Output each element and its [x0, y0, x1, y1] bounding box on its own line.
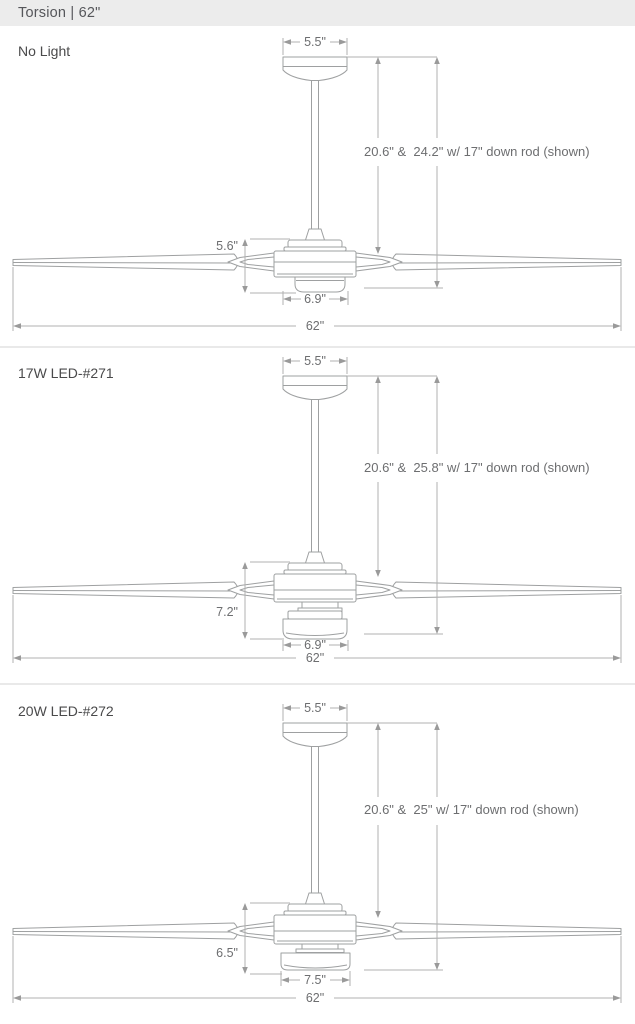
led-light-fixture	[282, 601, 348, 640]
canopy	[282, 722, 348, 747]
fan-drawing	[12, 56, 622, 293]
variant-label: No Light	[18, 43, 71, 59]
body-height-dim: 7.2"	[216, 605, 238, 619]
section-17w-led-271: 17W LED-#271	[0, 348, 635, 683]
canopy	[282, 375, 348, 400]
fan-drawing	[12, 375, 622, 640]
variant-label: 20W LED-#272	[18, 703, 114, 719]
dimension-lines	[12, 357, 622, 663]
fan-diagram-20w-led: 5.5" 20.6" & 25" w/ 17" down rod (shown)…	[12, 701, 622, 1005]
blade-right	[391, 253, 622, 271]
blade-right	[391, 922, 622, 940]
drop-height-note: 20.6" & 24.2" w/ 17" down rod (shown)	[364, 144, 590, 159]
dimension-labels: 5.5" 20.6" & 24.2" w/ 17" down rod (show…	[216, 35, 589, 333]
section-no-light: No Light	[0, 26, 635, 346]
dimension-labels: 5.5" 20.6" & 25" w/ 17" down rod (shown)…	[216, 701, 579, 1005]
downrod	[311, 399, 319, 552]
canopy-width-dim: 5.5"	[304, 701, 326, 715]
bottom-cap	[294, 276, 346, 293]
blade-span-dim: 62"	[306, 319, 324, 333]
section-20w-led-272: 20W LED-#272	[0, 685, 635, 1024]
rod-coupling	[305, 551, 325, 564]
body-width-dim: 6.9"	[304, 638, 326, 652]
drop-height-note: 20.6" & 25" w/ 17" down rod (shown)	[364, 802, 579, 817]
motor-housing	[273, 914, 357, 945]
body-width-dim: 7.5"	[304, 973, 326, 987]
blade-left	[12, 581, 239, 599]
page-title: Torsion | 62"	[18, 5, 101, 21]
canopy-width-dim: 5.5"	[304, 35, 326, 49]
canopy	[282, 56, 348, 81]
downrod	[311, 80, 319, 229]
rod-coupling	[305, 228, 325, 241]
rod-coupling	[305, 892, 325, 905]
dimension-lines	[12, 704, 622, 1003]
motor-housing	[273, 573, 357, 603]
blade-left	[12, 922, 239, 940]
body-height-dim: 6.5"	[216, 946, 238, 960]
motor-housing	[273, 250, 357, 278]
blade-right	[391, 581, 622, 599]
downrod	[311, 746, 319, 893]
dimension-lines	[12, 38, 622, 331]
blade-span-dim: 62"	[306, 651, 324, 665]
fan-drawing	[12, 722, 622, 971]
drop-height-note: 20.6" & 25.8" w/ 17" down rod (shown)	[364, 460, 590, 475]
blade-left	[12, 253, 239, 271]
fan-diagram-no-light: 5.5" 20.6" & 24.2" w/ 17" down rod (show…	[12, 35, 622, 333]
canopy-width-dim: 5.5"	[304, 354, 326, 368]
section-divider	[0, 346, 635, 348]
blade-span-dim: 62"	[306, 991, 324, 1005]
section-divider	[0, 683, 635, 685]
body-width-dim: 6.9"	[304, 292, 326, 306]
variant-label: 17W LED-#271	[18, 365, 114, 381]
fan-diagram-17w-led: 5.5" 20.6" & 25.8" w/ 17" down rod (show…	[12, 354, 622, 665]
dimension-labels: 5.5" 20.6" & 25.8" w/ 17" down rod (show…	[216, 354, 589, 665]
body-height-dim: 5.6"	[216, 239, 238, 253]
led-light-fixture	[280, 943, 351, 971]
header-bar: Torsion | 62"	[0, 0, 635, 26]
